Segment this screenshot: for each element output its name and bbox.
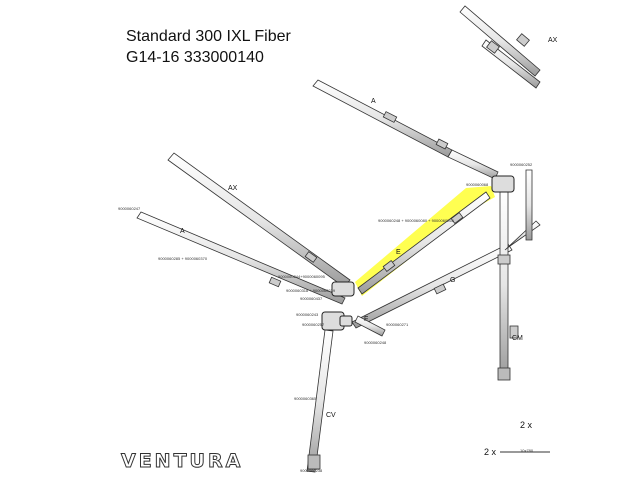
part-14: 9000060238 (300, 468, 323, 473)
part-13: 9000060365 (294, 396, 317, 401)
label-f: F (364, 316, 368, 323)
label-a-top: A (371, 98, 376, 105)
tube-a-top-end (447, 149, 499, 180)
label-a-left: A (180, 228, 185, 235)
quantity-2: 2 x (484, 447, 497, 457)
label-e: E (396, 249, 401, 256)
part-9: 9000060243 (296, 312, 319, 317)
part-4: 9000060285 + 9000060370 (158, 256, 208, 261)
tube-cm-brace (504, 220, 541, 251)
tube-g (351, 243, 513, 329)
label-cv: CV (326, 412, 336, 419)
part-6: 9000060244+9000060095 (278, 274, 326, 279)
part-2: 9000060068 (466, 182, 489, 187)
tube-right-vertical (525, 169, 533, 241)
label-ax-top-right: AX (548, 37, 558, 44)
tube-a-top (312, 79, 453, 158)
tube-cm (497, 189, 511, 381)
title-line-2: G14-16 333000140 (126, 49, 264, 66)
part-5: 9000060247 (118, 206, 141, 211)
part-1: 9000060252 (510, 162, 533, 167)
brand-logo: VENTURA (120, 450, 244, 473)
part-7: 9000060318 + 9000060239 (286, 288, 336, 293)
connector-clip (339, 315, 353, 327)
tube-f (354, 315, 386, 337)
label-g: G (450, 277, 455, 284)
cm-clamp (509, 325, 519, 339)
part-15: 10x780 (520, 448, 534, 453)
label-cm: CM (512, 335, 523, 342)
part-10: 9000060257 (302, 322, 325, 327)
tube-a-left (136, 211, 346, 305)
connector-left (331, 281, 355, 297)
part-3: 9000060248 + 9000060080 + 9000060265 (378, 218, 455, 223)
tube-ax-top-right (459, 5, 541, 89)
part-11: 9000060271 (386, 322, 409, 327)
tube-e (357, 191, 491, 295)
connector-top (491, 175, 515, 193)
label-ax-left: AX (228, 185, 238, 192)
tube-ax-left (167, 152, 351, 288)
part-12: 9000060248 (364, 340, 387, 345)
diagram-title: Standard 300 IXL Fiber G14-16 333000140 (126, 26, 291, 68)
title-line-1: Standard 300 IXL Fiber (126, 28, 291, 45)
part-8: 9000060437 (300, 296, 323, 301)
quantity-1: 2 x (520, 420, 533, 430)
tube-cv (306, 329, 334, 473)
